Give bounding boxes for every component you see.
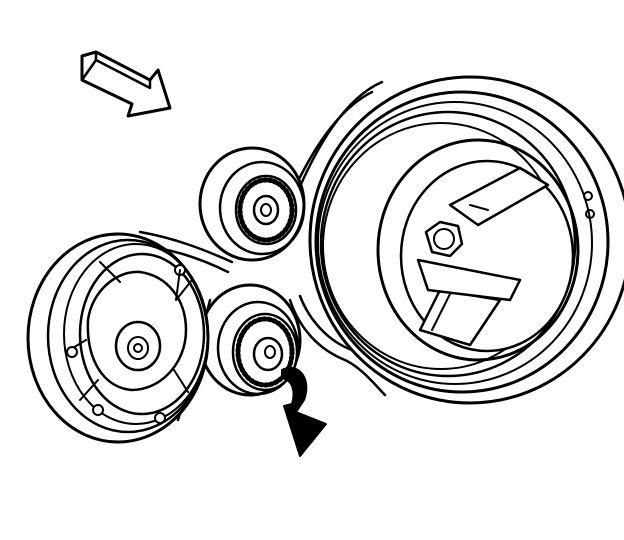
- compressor-clutch-pulley: [26, 232, 210, 444]
- idler-pulley: [198, 146, 306, 262]
- crankshaft-bolt: [424, 220, 464, 258]
- crankshaft-pulley: [308, 75, 624, 405]
- rotation-arrow: [281, 367, 327, 457]
- direction-arrow: [80, 50, 172, 118]
